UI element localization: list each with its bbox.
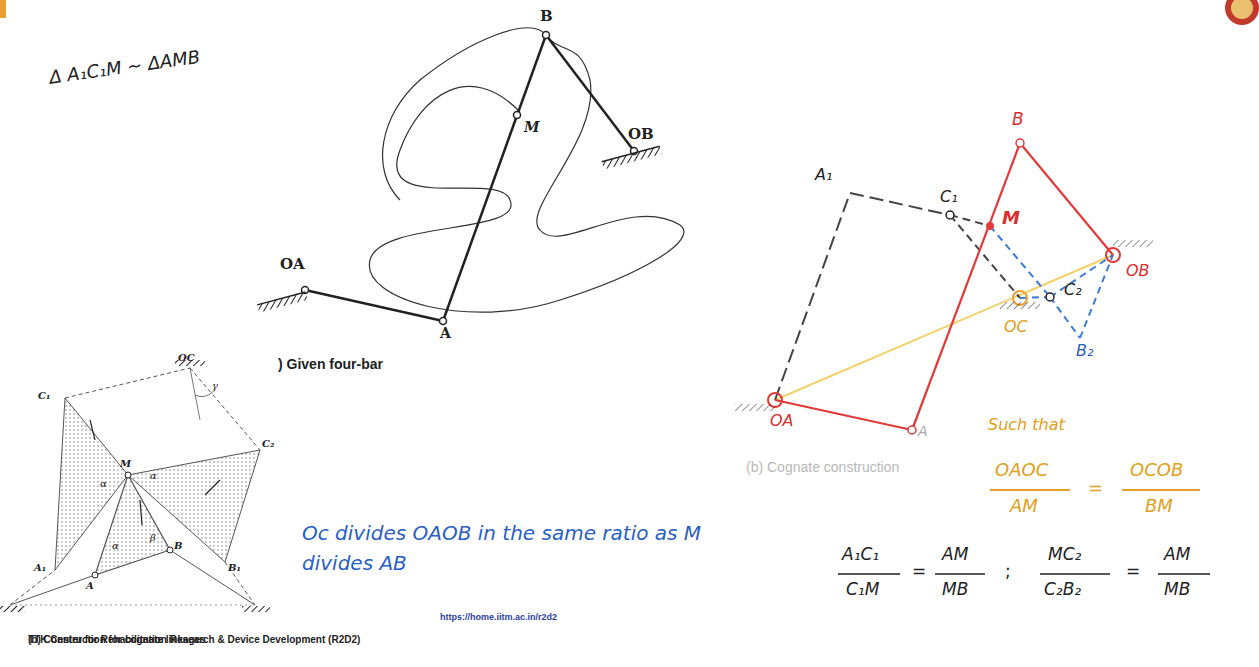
joint-label: C₁ xyxy=(38,390,50,401)
fraction-numerator: AM xyxy=(1164,545,1190,564)
pivot-label: OC xyxy=(178,352,195,363)
pivot-label: OB xyxy=(1126,262,1150,280)
figure-caption: (b) Cognate construction xyxy=(746,460,899,475)
joint-label: B xyxy=(540,8,553,25)
fraction-numerator: A₁C₁ xyxy=(842,545,879,564)
joint-label: A xyxy=(440,326,451,341)
angle-label: α xyxy=(112,540,119,551)
joint-label: B₂ xyxy=(1076,342,1093,360)
equals-sign: = xyxy=(912,562,926,581)
fraction-denominator: C₁M xyxy=(846,580,879,599)
joint-label: A xyxy=(86,580,94,591)
equals-sign: = xyxy=(1126,562,1140,581)
similarity-note: Δ A₁C₁M ~ ΔAMB xyxy=(48,47,201,88)
fraction-denominator: MB xyxy=(942,580,968,599)
joint-label: A xyxy=(918,424,928,439)
joint-label: A₁ xyxy=(34,562,46,573)
joint-label: C₁ xyxy=(940,188,958,206)
fraction-numerator: OCOB xyxy=(1130,460,1183,480)
joint-label: B xyxy=(1012,110,1024,129)
pivot-label: OC xyxy=(1004,318,1028,336)
footer-text: https://home.iitm.ac.in/r2d2 xyxy=(440,613,557,623)
equals-sign: = xyxy=(1088,478,1103,498)
fraction-numerator: OAOC xyxy=(995,460,1048,480)
condition-note: Such that xyxy=(988,416,1065,434)
joint-label: C₂ xyxy=(1064,281,1082,299)
fraction-denominator: AM xyxy=(1010,496,1038,516)
angle-label: β xyxy=(150,532,156,543)
pivot-label: OA xyxy=(280,256,305,273)
coupler-point-label: M xyxy=(120,458,131,469)
ratio-note: Oc divides OAOB in the same ratio as M d… xyxy=(302,518,722,578)
coupler-point-label: M xyxy=(524,120,540,135)
fraction-numerator: MC₂ xyxy=(1048,545,1081,564)
joint-label: B xyxy=(174,540,182,551)
joint-label: C₂ xyxy=(262,438,274,449)
fraction-denominator: MB xyxy=(1164,580,1190,599)
coupler-point-label: M xyxy=(1002,208,1020,228)
fraction-denominator: C₂B₂ xyxy=(1044,580,1081,599)
angle-label: γ xyxy=(212,380,218,391)
angle-label: α xyxy=(100,478,107,489)
joint-label: B₁ xyxy=(228,562,241,573)
pivot-label: OA xyxy=(770,412,794,430)
pivot-label: OB xyxy=(628,126,654,143)
fraction-denominator: BM xyxy=(1145,496,1173,516)
angle-label: α xyxy=(150,470,157,481)
joint-label: A₁ xyxy=(815,166,832,184)
figure-caption: (b) Construction for cognate linkages xyxy=(28,634,206,645)
figure-caption: ) Given four-bar xyxy=(278,357,383,372)
fraction-numerator: AM xyxy=(942,545,968,564)
separator: ; xyxy=(1005,562,1011,581)
